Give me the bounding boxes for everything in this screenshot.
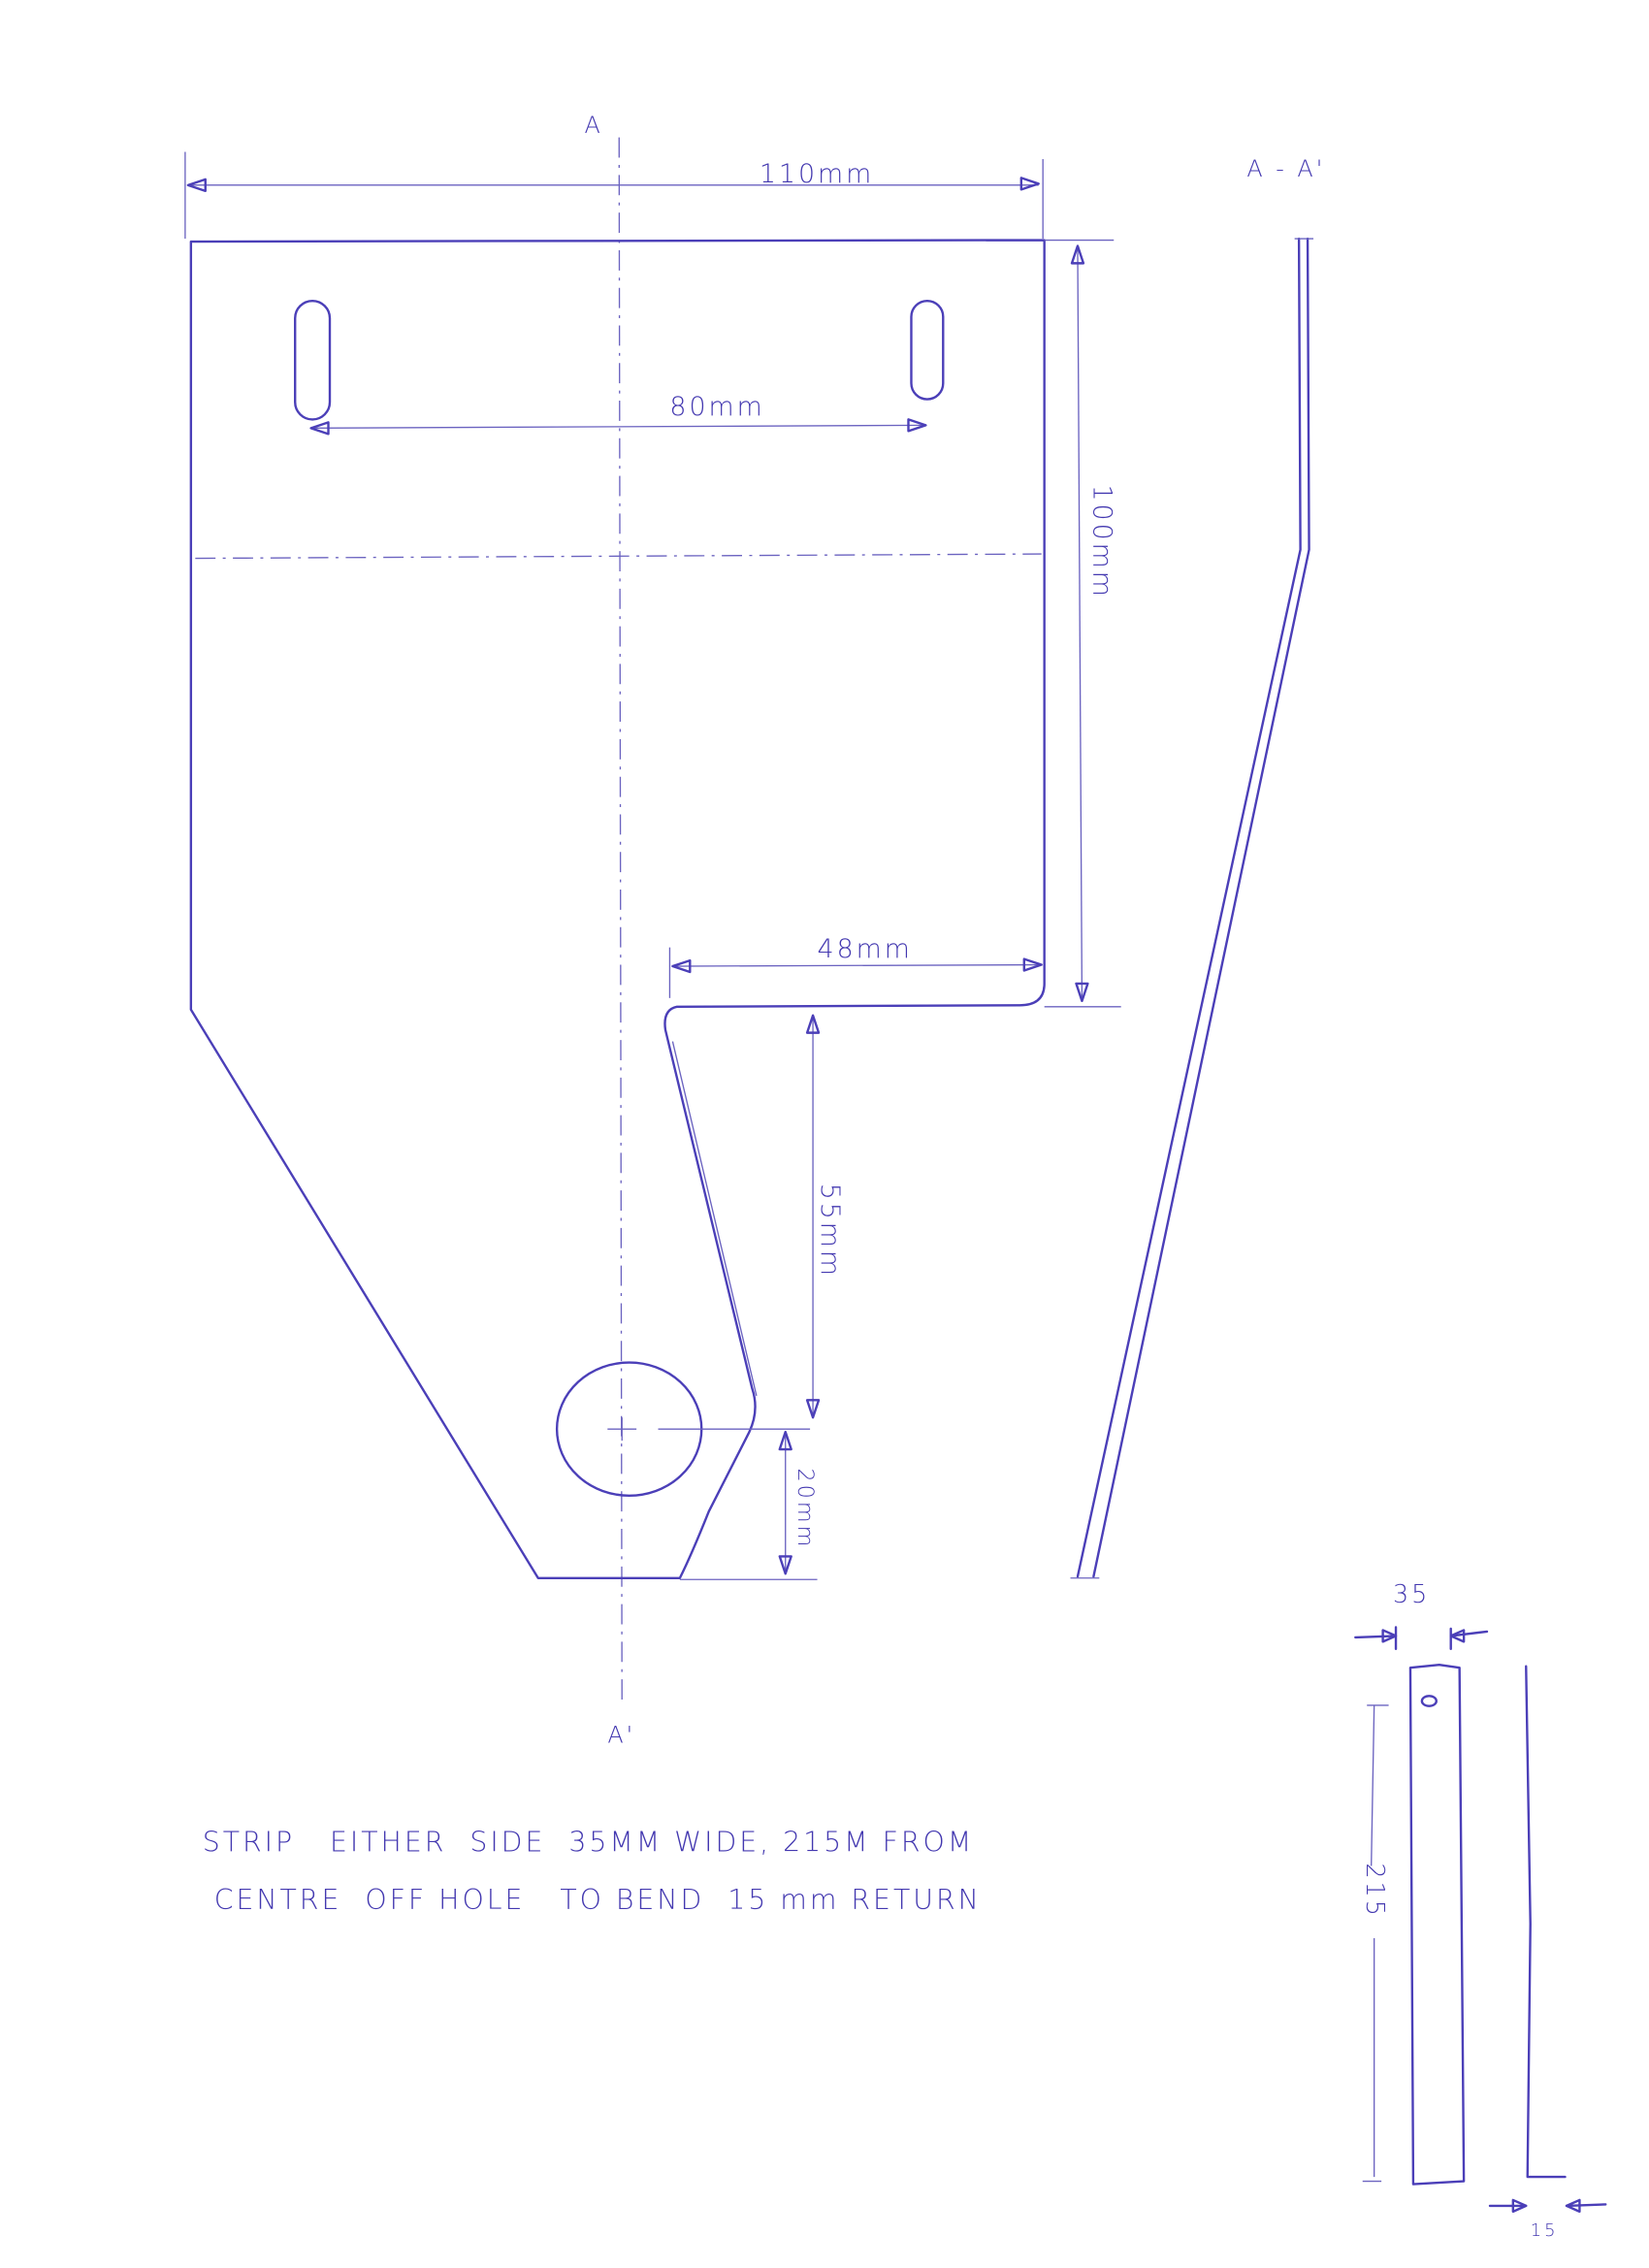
dimension-110mm: 110mm	[184, 151, 1044, 240]
note-line-1: STRIP EITHER SIDE 35MM WIDE, 215M FROM	[203, 1827, 974, 1859]
plate-outline	[189, 239, 1046, 1579]
section-mark-a: A	[584, 112, 602, 139]
svg-text:80mm: 80mm	[669, 392, 764, 422]
svg-text:15: 15	[1531, 2220, 1559, 2241]
svg-text:110mm: 110mm	[760, 159, 874, 189]
dimension-55mm: 55mm	[805, 1014, 845, 1419]
svg-text:48mm: 48mm	[818, 934, 913, 964]
svg-text:100mm: 100mm	[1086, 485, 1116, 599]
fold-line	[195, 553, 1042, 560]
dimension-48mm: 48mm	[668, 934, 1043, 998]
strip-detail: 35 215 15	[1354, 1579, 1607, 2241]
note-line-2: CENTRE OFF HOLE TO BEND 15 mm RETURN	[214, 1884, 982, 1916]
slot-right	[910, 299, 945, 401]
section-mark-a-prime: A'	[607, 1722, 635, 1749]
dimension-80mm: 80mm	[309, 392, 927, 436]
dimension-100mm: 100mm	[1044, 239, 1121, 1008]
slot-left	[294, 299, 332, 421]
svg-text:55mm: 55mm	[815, 1183, 845, 1279]
dimension-20mm: 20mm	[679, 1430, 818, 1580]
centerline-a	[618, 137, 623, 1707]
svg-text:35: 35	[1393, 1579, 1430, 1608]
svg-text:20mm: 20mm	[792, 1468, 818, 1549]
svg-text:215: 215	[1361, 1863, 1390, 1919]
section-view	[1070, 237, 1314, 1579]
section-title: A - A'	[1246, 155, 1325, 182]
